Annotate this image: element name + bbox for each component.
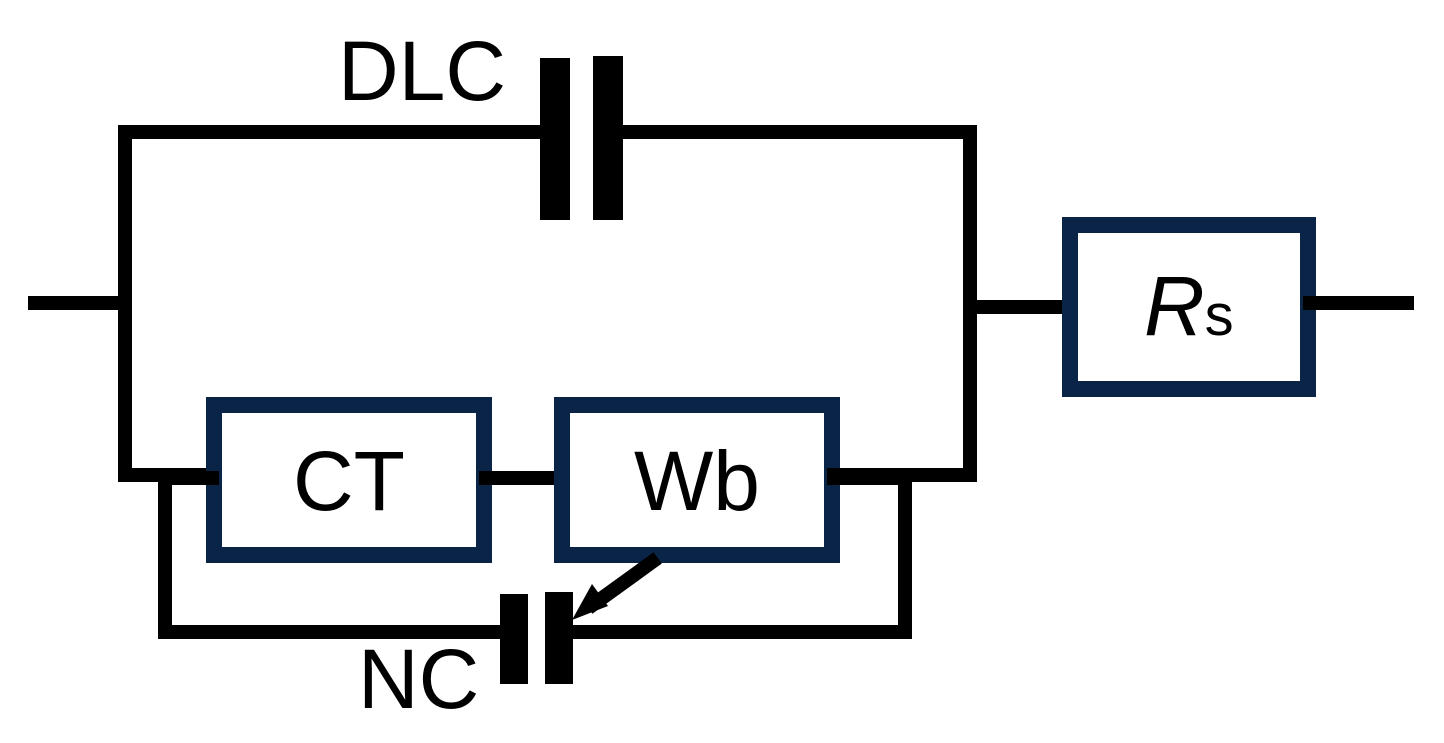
dlc-capacitor-plate-left [540,58,570,220]
nc-capacitor-plate-left [500,594,528,684]
rs-box [1062,217,1316,397]
dlc-capacitor-plate-right [593,56,623,220]
wb-box [554,397,840,563]
rs-label-subscript: s [1205,283,1234,348]
rs-label: Rs [1144,259,1234,353]
wb-label: Wb [634,434,760,528]
rs-label-main: R [1144,259,1205,353]
nc-variable-arrow-head [572,584,608,620]
ct-label: CT [293,434,405,528]
nc-label: NC [358,632,479,726]
dlc-label: DLC [338,24,506,118]
nc-variable-arrow-shaft [584,552,662,614]
nc-capacitor-plate-right [545,592,573,684]
